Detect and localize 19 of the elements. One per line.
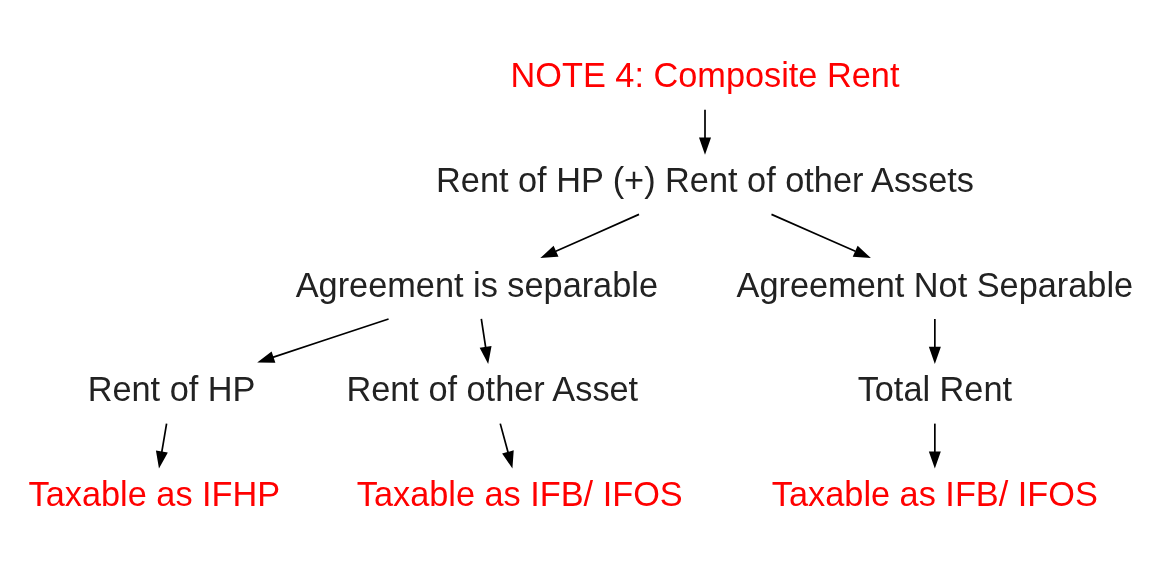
node-text: Taxable as IFB/ IFOS — [771, 474, 1098, 513]
arrow — [928, 318, 941, 364]
node-text: Agreement Not Separable — [736, 265, 1134, 304]
node-text: Agreement is separable — [295, 265, 658, 304]
arrow — [257, 318, 390, 363]
node-text: Total Rent — [857, 370, 1013, 409]
node-text: Taxable as IFB/ IFOS — [356, 474, 683, 513]
node-text: Taxable as IFHP — [28, 474, 281, 513]
arrow — [699, 108, 711, 155]
arrow — [479, 318, 492, 364]
node-text: Rent of HP (+) Rent of other Assets — [436, 160, 974, 199]
arrow — [540, 213, 640, 259]
arrow — [770, 213, 871, 259]
arrow — [155, 422, 168, 469]
node-text: Rent of HP — [87, 370, 256, 409]
arrow — [499, 422, 514, 469]
node-text: Rent of other Asset — [346, 370, 639, 409]
node-text: NOTE 4: Composite Rent — [510, 56, 900, 95]
arrow — [928, 422, 941, 469]
